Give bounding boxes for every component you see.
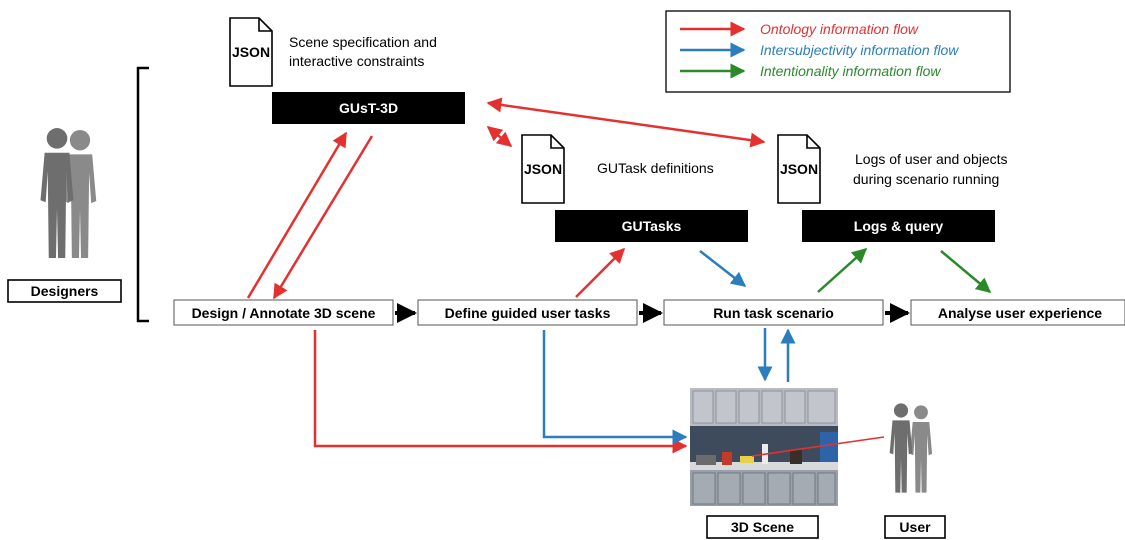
gutasks-label: GUTasks (622, 218, 682, 234)
process-define-label: Define guided user tasks (445, 305, 611, 321)
scene-toaster (696, 455, 716, 465)
user-label-group: User (884, 515, 946, 539)
logs-line-2: during scenario running (853, 171, 999, 187)
scene-fridge (820, 432, 838, 462)
user-group (889, 403, 933, 493)
intersubjectivity-arrow-gutasks-to-run (699, 250, 747, 287)
document-label: JSON (524, 161, 562, 177)
gust3d-box: GUsT-3D (272, 92, 465, 124)
gutask-defs-line-1: GUTask definitions (597, 160, 714, 176)
legend-box (665, 10, 1011, 93)
gust3d-label: GUsT-3D (339, 100, 398, 116)
intentionality-arrow-run-to-logs (817, 247, 868, 293)
ontology-arrow-design-to-scene (313, 330, 688, 454)
scene-knife-block (790, 450, 802, 464)
logs-query-box: Logs & query (802, 210, 995, 242)
process-analyse-box (910, 299, 1125, 326)
ontology-arrow-gust-to-design (272, 135, 374, 300)
ontology-arrow-design-to-gust (246, 131, 348, 299)
process-design-label: Design / Annotate 3D scene (192, 305, 376, 321)
ontology-arrow-gust-gutask (486, 126, 513, 147)
logs-query-rect (802, 210, 995, 242)
process-define-box (417, 299, 638, 326)
legend-ontology-label: Ontology information flow (760, 21, 919, 37)
process-design-box (173, 299, 394, 326)
intersubjectivity-flows (542, 250, 796, 445)
intentionality-flows (817, 247, 992, 293)
kitchen-scene-image (690, 388, 885, 506)
process-run-box (663, 299, 884, 326)
scene-counter (690, 462, 838, 470)
person-silhouette-icon (889, 403, 913, 493)
document-label: JSON (780, 161, 818, 177)
ontology-arrow-gust-logs (486, 97, 766, 148)
gust3d-rect (272, 92, 465, 124)
logs-line-1: Logs of user and objects (855, 151, 1008, 167)
scene-spec-line-1: Scene specification and (289, 34, 437, 50)
user-label-box (884, 515, 946, 539)
process-analyse-label: Analyse user experience (938, 305, 1102, 321)
designers-group: Designers (7, 66, 149, 323)
scene-fruit (740, 456, 754, 463)
intentionality-arrow-logs-to-analyse (940, 250, 992, 293)
designers-label-box (7, 279, 122, 303)
gutasks-rect (555, 210, 748, 242)
legend: Ontology information flow Intersubjectiv… (665, 10, 1011, 93)
document-label: JSON (232, 44, 270, 60)
process-run-label: Run task scenario (713, 305, 834, 321)
legend-intentionality-label: Intentionality information flow (760, 63, 941, 79)
person-silhouette-icon (40, 128, 74, 258)
intersubjectivity-arrow-define-to-scene (542, 330, 688, 445)
legend-intersubjectivity-label: Intersubjectivity information flow (760, 42, 959, 58)
json-doc-scene-spec: JSON Scene specification and interactive… (229, 17, 437, 87)
user-label: User (899, 519, 931, 535)
ontology-arrow-define-to-gutasks (575, 247, 626, 298)
designers-label: Designers (31, 283, 99, 299)
process-row: Design / Annotate 3D scene Define guided… (173, 299, 1125, 326)
gutasks-box: GUTasks (555, 210, 748, 242)
scene-label-box (706, 515, 819, 539)
scene-pointer-ray (751, 436, 885, 457)
ontology-flows (246, 97, 766, 454)
logs-query-label: Logs & query (854, 218, 944, 234)
scene-kettle (722, 452, 732, 465)
json-doc-logs: JSON Logs of user and objects during sce… (777, 134, 1008, 204)
scene-label-group: 3D Scene (706, 515, 819, 539)
scene-spec-line-2: interactive constraints (289, 53, 424, 69)
scene-label: 3D Scene (731, 519, 794, 535)
json-doc-gutask-defs: JSON GUTask definitions (521, 134, 714, 204)
person-silhouette-icon (909, 405, 933, 493)
designers-bracket (136, 66, 149, 323)
